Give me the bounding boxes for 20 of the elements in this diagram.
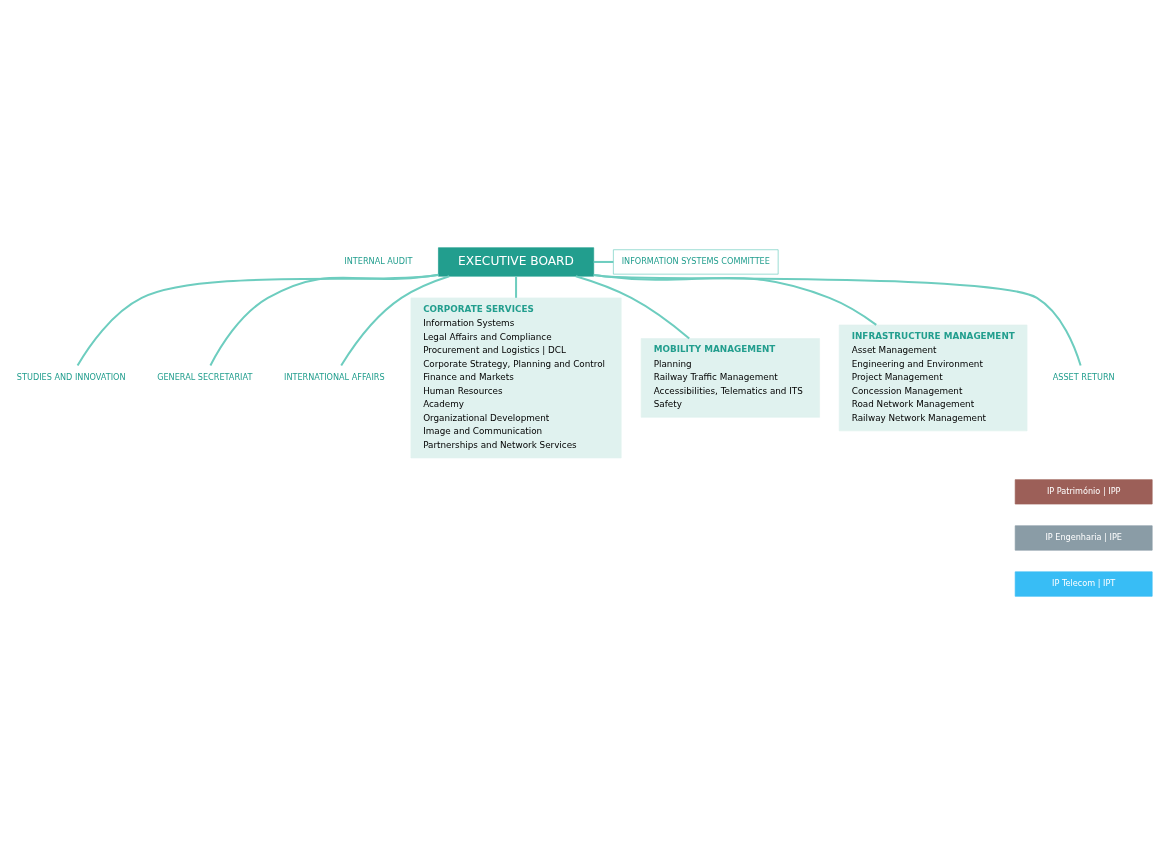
label: INTERNAL AUDIT bbox=[344, 255, 413, 266]
node-text: ASSET RETURN bbox=[1052, 371, 1115, 382]
connector bbox=[209, 273, 439, 366]
node-box: CORPORATE SERVICES Information Systems Legal Affairs and Compliance Procurement and Logistics | DCL Corporate Strategy, Planning and Control Finance and Markets Human Resources Academy Organizational Development Image and Communication Partnerships and Network Services bbox=[410, 297, 622, 458]
node-box: MOBILITY MANAGEMENT Planning Railway Traffic Management Accessibilities, Telematics and ITS Safety bbox=[640, 337, 820, 418]
connector bbox=[593, 260, 614, 263]
connector bbox=[340, 274, 450, 366]
node-box: IP Telecom | IPT bbox=[1014, 571, 1153, 597]
node-box: IP Património | IPP bbox=[1014, 478, 1153, 504]
node-box: IP Engenharia | IPE bbox=[1014, 524, 1153, 550]
connector bbox=[76, 273, 439, 366]
node-text: STUDIES AND INNOVATION bbox=[16, 371, 126, 382]
node-text: INTERNATIONAL AFFAIRS bbox=[283, 371, 385, 382]
node-box: EXECUTIVE BOARD bbox=[438, 246, 595, 277]
node-box: INFORMATION SYSTEMS COMMITTEE bbox=[613, 248, 779, 274]
node-text: GENERAL SECRETARIAT bbox=[157, 371, 253, 382]
connector bbox=[575, 274, 690, 339]
node-box: INFRASTRUCTURE MANAGEMENT Asset Management Engineering and Environment Project Management Concession Management Road Network Management Railway Network Management bbox=[838, 324, 1028, 431]
connector bbox=[515, 275, 518, 298]
connector bbox=[593, 273, 1082, 366]
